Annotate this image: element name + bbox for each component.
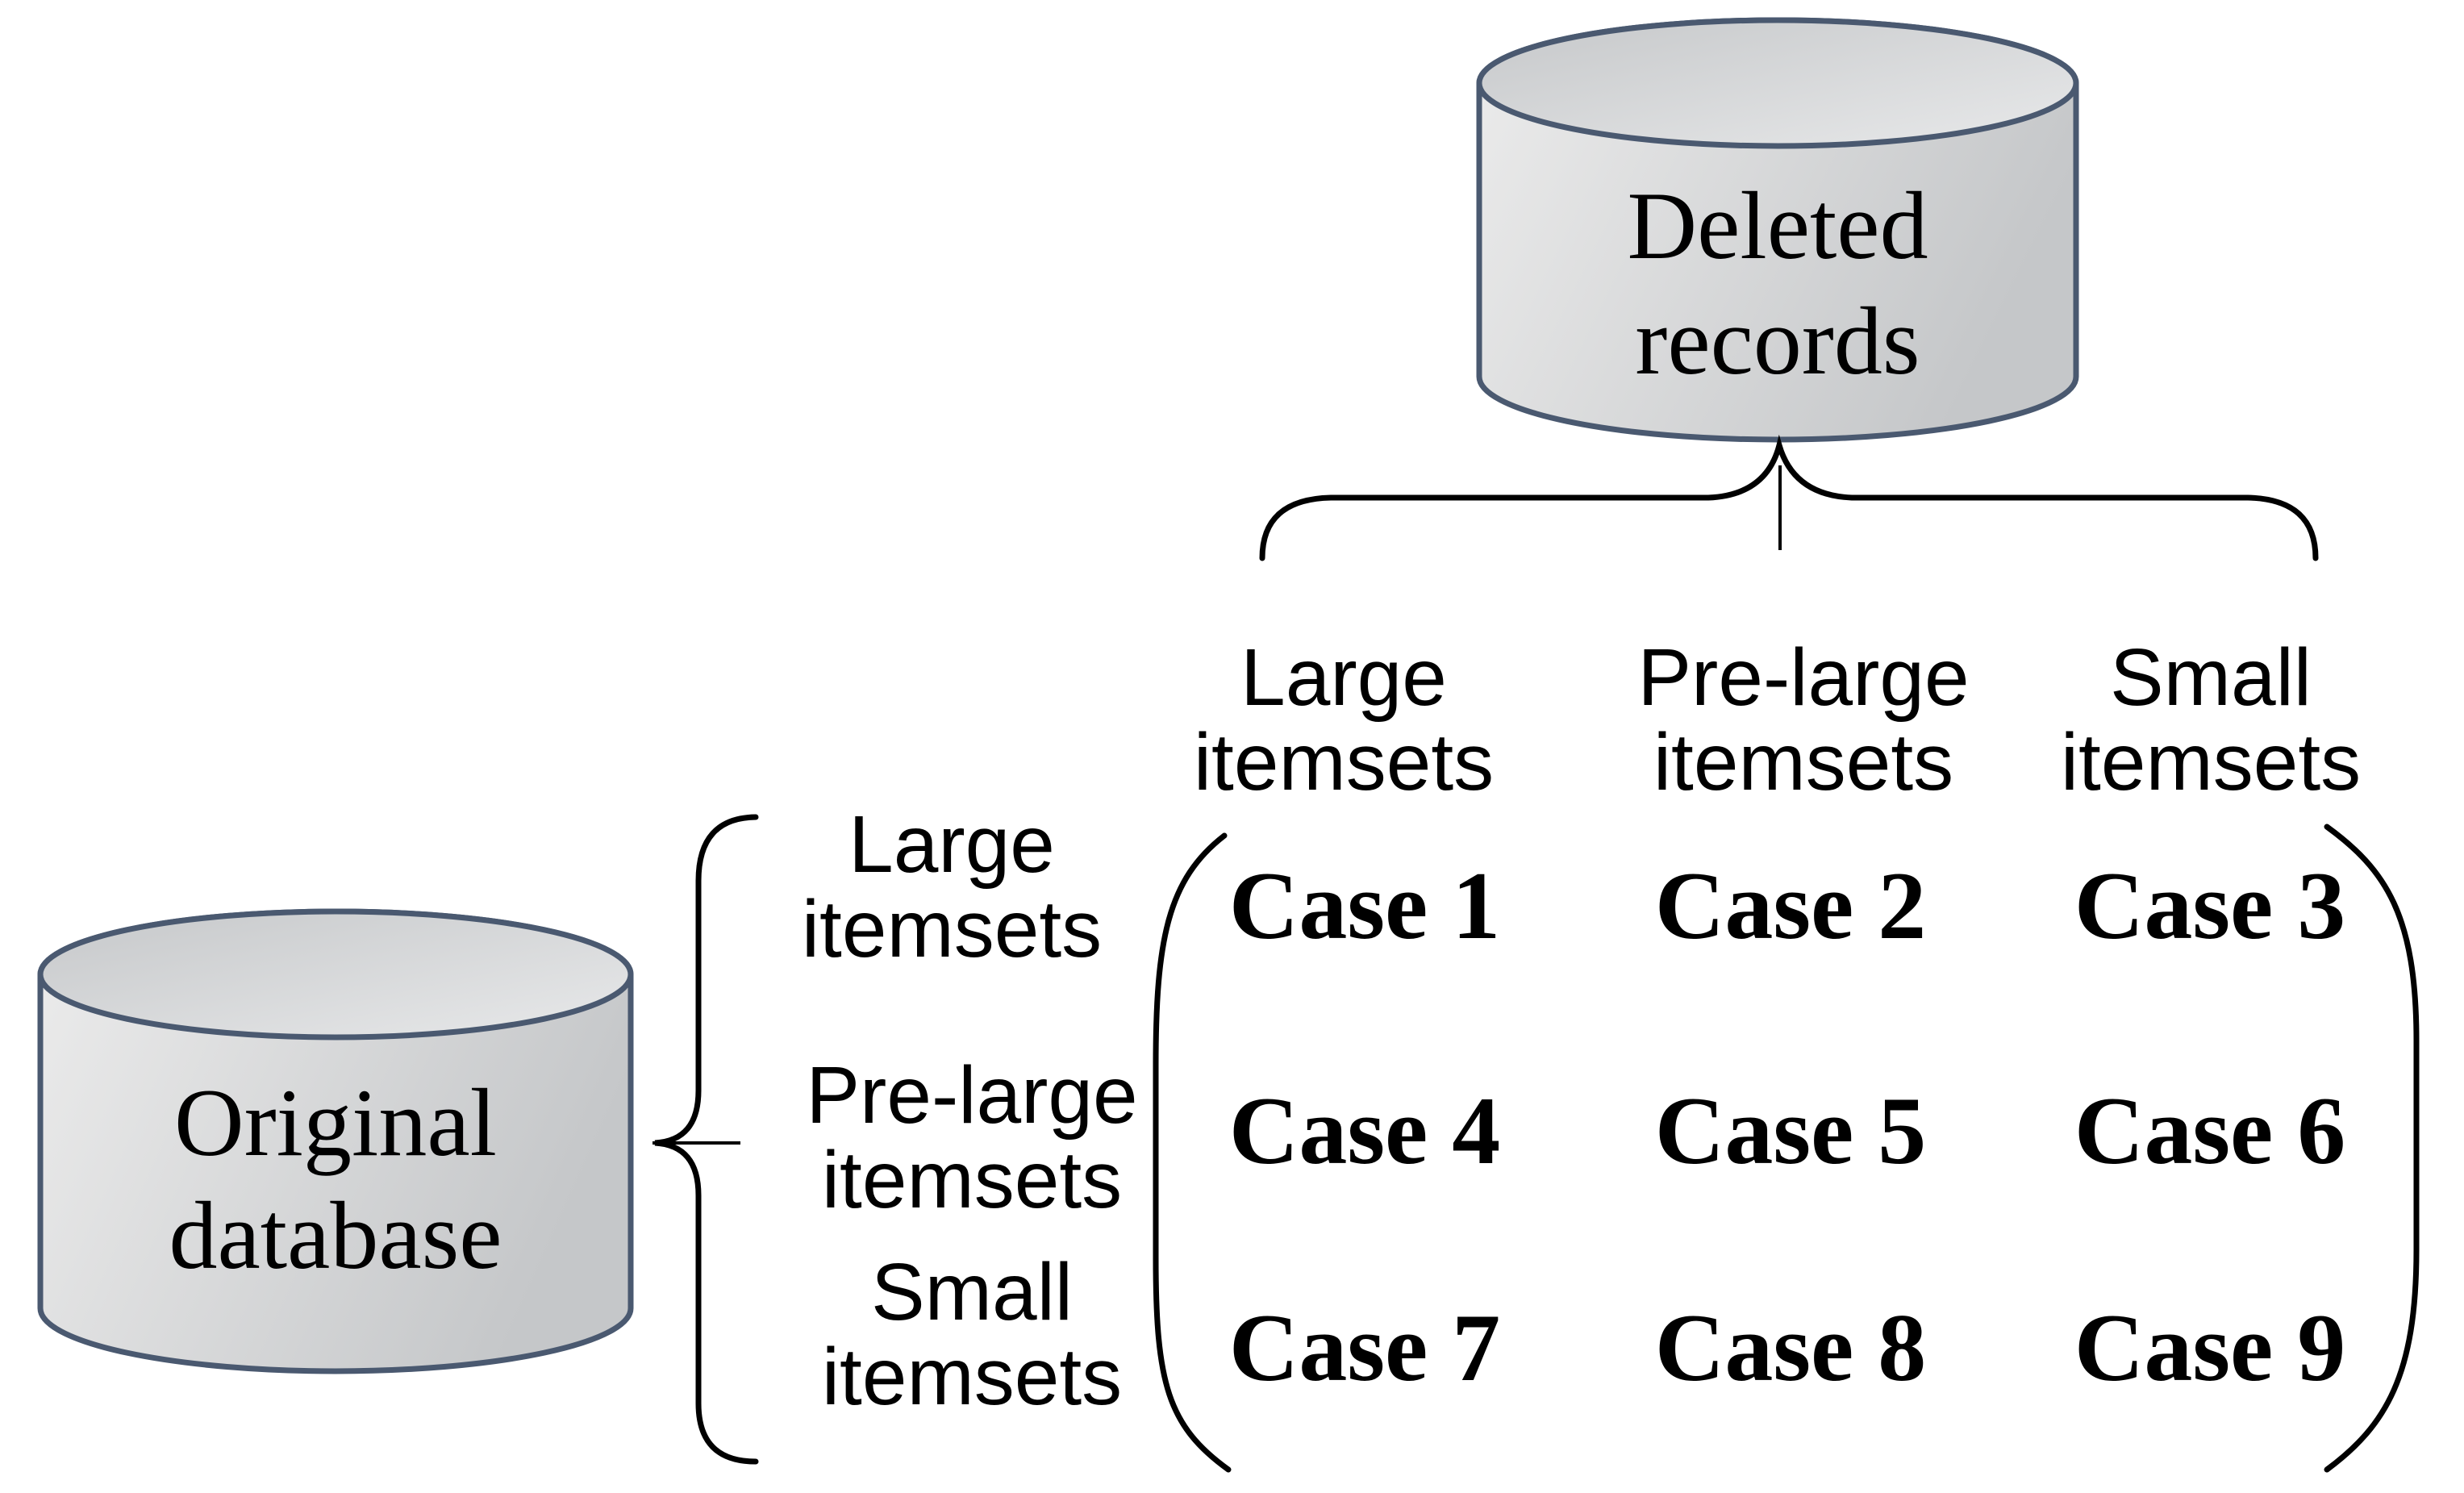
row-header-large-itemsets: Large itemsets [802,803,1102,972]
case-cell-3: Case 3 [2074,852,2346,959]
case-cell-4: Case 4 [1228,1077,1501,1184]
column-header-line2: itemsets [1193,717,1495,807]
row-header-small-itemsets: Small itemsets [822,1250,1122,1420]
row-header-line2: itemsets [821,1135,1123,1225]
row-header-line1: Small [870,1247,1074,1337]
deleted-records-cylinder [1476,17,2079,443]
column-header-large-itemsets: Large itemsets [1194,636,1494,805]
case-cell-8: Case 8 [1654,1294,1927,1401]
deleted-split-brace [1259,434,2319,561]
case-cell-5: Case 5 [1654,1077,1927,1184]
original-split-brace [654,814,759,1465]
case-cell-1: Case 1 [1228,852,1501,959]
original-database-cylinder [37,908,634,1374]
deleted-records-label-line1: Deleted [1627,172,1928,279]
column-header-line1: Small [2109,632,2312,723]
column-header-pre-large-itemsets: Pre-large itemsets [1637,636,1969,805]
matrix-right-paren [2324,824,2420,1473]
row-header-line2: itemsets [801,884,1103,974]
row-header-line1: Pre-large [806,1050,1138,1141]
original-database-label-line1: Original [174,1069,497,1176]
row-header-line2: itemsets [821,1332,1123,1422]
original-database-label-line2: database [169,1182,502,1289]
case-cell-7: Case 7 [1228,1294,1501,1401]
original-cylinder-top [37,908,634,1041]
row-header-pre-large-itemsets: Pre-large itemsets [806,1053,1137,1223]
case-cell-6: Case 6 [2074,1077,2346,1184]
column-header-line2: itemsets [2060,717,2362,807]
case-cell-2: Case 2 [1654,852,1927,959]
row-header-line1: Large [848,799,1055,890]
deleted-cylinder-top [1476,17,2079,149]
column-header-line1: Large [1240,632,1447,723]
matrix-left-paren [1153,832,1232,1473]
deleted-records-label-line2: records [1635,287,1920,394]
deleted-records-label: Deleted records [1627,168,1928,398]
column-header-line2: itemsets [1653,717,1954,807]
case-cell-9: Case 9 [2074,1294,2346,1401]
original-database-label: Original database [169,1066,502,1292]
column-header-line1: Pre-large [1637,632,1970,723]
column-header-small-itemsets: Small itemsets [2061,636,2361,805]
